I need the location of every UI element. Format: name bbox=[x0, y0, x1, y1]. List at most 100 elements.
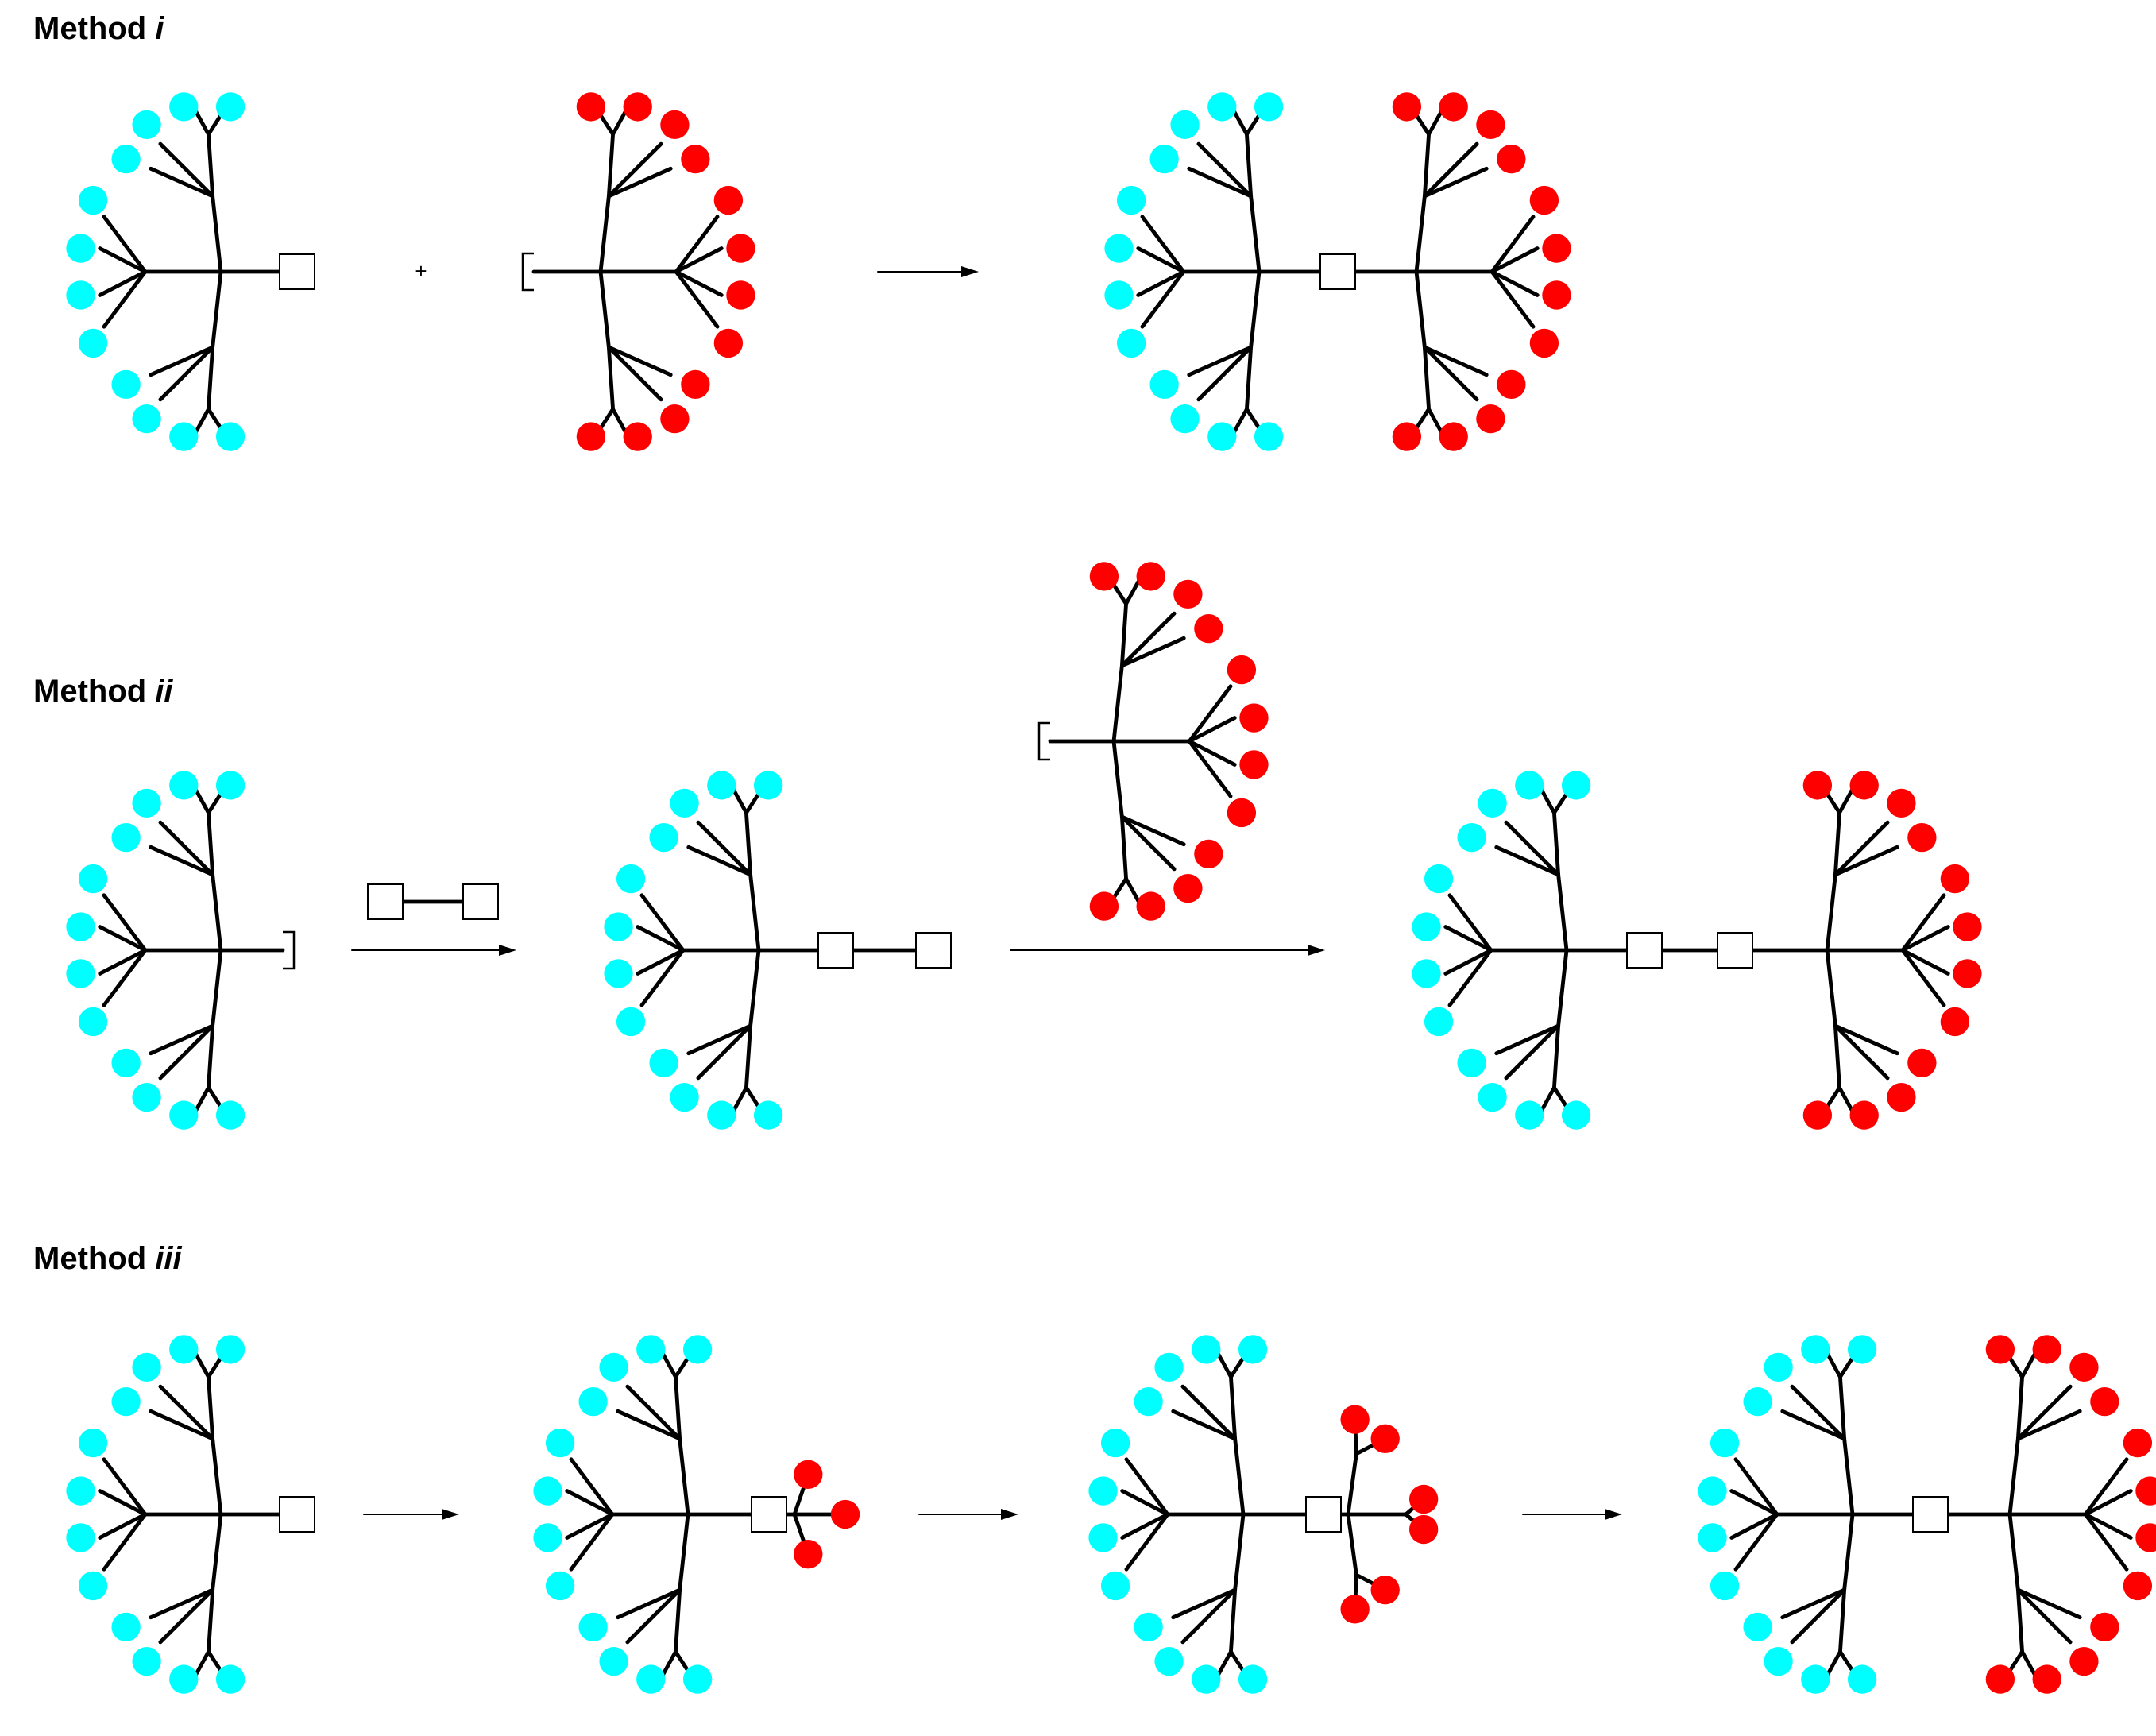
dendron-end-group bbox=[1412, 912, 1441, 941]
dendron-branch bbox=[149, 345, 215, 377]
dendron-end-group bbox=[545, 1428, 575, 1458]
dendron-branch bbox=[1422, 166, 1489, 199]
dendron-branch bbox=[616, 1587, 682, 1620]
dendron-end-group bbox=[1173, 873, 1203, 903]
dendron-branch bbox=[98, 246, 148, 274]
dendron-branch bbox=[2015, 1587, 2082, 1620]
dendron-end-group bbox=[66, 912, 95, 941]
dendron-branch bbox=[1447, 948, 1493, 1007]
dendron-end-group bbox=[1887, 788, 1916, 818]
linker-box bbox=[817, 932, 854, 969]
dendron-branch bbox=[98, 269, 148, 297]
dendron-branch bbox=[569, 1457, 615, 1517]
dendron-end-group bbox=[533, 1523, 562, 1552]
dendron-branch bbox=[1838, 1587, 1847, 1654]
dendron-branch bbox=[674, 246, 724, 274]
dendron-end-group bbox=[604, 912, 633, 941]
dendron-end-group bbox=[1194, 613, 1223, 644]
dendron-end-group bbox=[682, 1335, 713, 1364]
dendron-end-group bbox=[1149, 144, 1179, 174]
dendron-branch bbox=[1900, 893, 1946, 953]
dendron-end-group bbox=[726, 234, 755, 263]
dendron-branch bbox=[2083, 1457, 2129, 1517]
dendron-end-group bbox=[636, 1335, 666, 1364]
dendron-end-group bbox=[1847, 1335, 1877, 1364]
dendron-end-group bbox=[1743, 1612, 1772, 1642]
linker-box bbox=[1717, 932, 1753, 969]
method-i-scheme bbox=[66, 92, 1571, 451]
dendron-end-group bbox=[1542, 280, 1571, 310]
dendron-branch bbox=[158, 141, 215, 199]
dendron-end-group bbox=[1408, 1484, 1439, 1514]
dendron-branch bbox=[1196, 141, 1254, 199]
dendron-branch bbox=[1833, 1023, 1899, 1056]
dendron-end-group bbox=[111, 1048, 141, 1078]
dendron-end-group bbox=[1710, 1571, 1740, 1601]
dendron-branch bbox=[639, 948, 686, 1007]
dendron-end-group bbox=[1136, 562, 1165, 591]
dendron-end-group bbox=[660, 404, 690, 434]
dendron-branch bbox=[674, 1374, 682, 1441]
dendron-end-group bbox=[215, 92, 245, 122]
dendron-branch bbox=[98, 948, 148, 976]
dendron-end-group bbox=[1529, 185, 1559, 215]
dendron-end-group bbox=[111, 822, 141, 853]
arrow-head bbox=[442, 1509, 459, 1520]
dendron-end-group bbox=[707, 1100, 736, 1130]
linker-box bbox=[1626, 932, 1663, 969]
dendron-end-group bbox=[132, 404, 161, 434]
dendron-branch bbox=[1229, 1374, 1238, 1441]
reactive-site-bracket bbox=[283, 930, 296, 970]
dendron-branch bbox=[748, 948, 761, 1028]
dendron-end-group bbox=[1478, 788, 1507, 818]
dendron-end-group bbox=[616, 864, 646, 894]
arrow-head bbox=[1001, 1509, 1018, 1520]
dendron-branch bbox=[2015, 1374, 2024, 1441]
dendron-branch bbox=[1838, 1374, 1847, 1441]
dendron-end-group bbox=[1238, 1335, 1268, 1364]
dendron-end-group bbox=[111, 1386, 141, 1417]
dendron-end-group bbox=[132, 1082, 161, 1112]
dendron-end-group bbox=[1801, 1664, 1830, 1694]
dendron-end-group bbox=[1743, 1386, 1772, 1417]
dendron-end-group bbox=[1424, 1007, 1454, 1037]
dendron-end-group bbox=[111, 369, 141, 400]
dendron-branch bbox=[1120, 1512, 1170, 1540]
dendron-end-group bbox=[169, 422, 199, 451]
dendron-end-group bbox=[78, 1571, 108, 1601]
dendron-branch bbox=[1187, 716, 1237, 744]
dendron-end-group bbox=[616, 1007, 646, 1037]
dendron-branch bbox=[207, 345, 215, 412]
dendron-branch bbox=[674, 1587, 682, 1654]
dendron-branch bbox=[2007, 1512, 2020, 1592]
dendron-branch bbox=[1119, 814, 1186, 847]
dendron-end-group bbox=[215, 1100, 245, 1130]
dendron-branch bbox=[1346, 1512, 1358, 1577]
dendron-branch bbox=[1233, 1436, 1246, 1517]
blue-dendron bbox=[1088, 1335, 1268, 1694]
dendron-end-group bbox=[1370, 1424, 1400, 1454]
dendron-end-group bbox=[215, 422, 245, 451]
dendron-branch bbox=[1140, 269, 1186, 329]
dendron-branch bbox=[211, 872, 223, 953]
dendron-end-group bbox=[713, 185, 744, 215]
method-ii-scheme bbox=[66, 562, 1982, 1130]
dendron-end-group bbox=[794, 1540, 823, 1569]
dendron-end-group bbox=[1478, 1082, 1507, 1112]
dendron-branch bbox=[1171, 1587, 1238, 1620]
dendron-end-group bbox=[604, 959, 633, 988]
red-dendron-generation-2 bbox=[1340, 1405, 1439, 1624]
dendron-end-group bbox=[1561, 771, 1591, 800]
dendron-end-group bbox=[1985, 1664, 2015, 1694]
dendron-branch bbox=[1556, 872, 1569, 953]
dendron-end-group bbox=[1104, 280, 1134, 310]
dendron-end-group bbox=[1134, 1612, 1163, 1642]
arrow-head bbox=[1605, 1509, 1622, 1520]
red-dendron bbox=[1802, 771, 1982, 1130]
dendron-end-group bbox=[2069, 1352, 2099, 1382]
dendron-branch bbox=[149, 1409, 215, 1441]
arrow-head bbox=[1308, 945, 1325, 956]
dendron-end-group bbox=[132, 1646, 161, 1676]
dendron-branch bbox=[598, 194, 611, 274]
